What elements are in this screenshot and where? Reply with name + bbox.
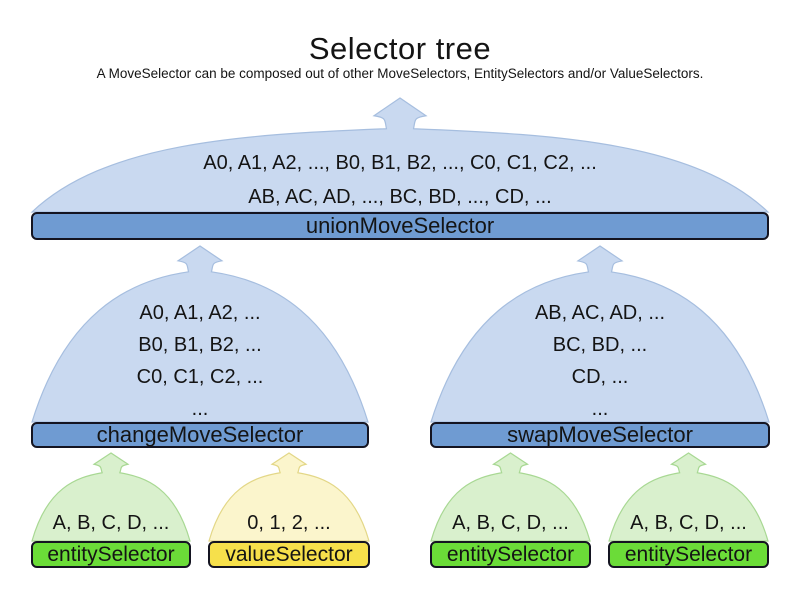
selection-line: AB, AC, AD, ..., BC, BD, ..., CD, ... xyxy=(248,186,552,208)
page-title: Selector tree xyxy=(308,31,492,66)
value-selection-list: 0, 1, 2, ... xyxy=(208,510,370,536)
value-selector-bar: valueSelector xyxy=(208,541,370,568)
entity-selector-bar: entitySelector xyxy=(31,541,191,568)
value-selector-label: valueSelector xyxy=(225,542,353,566)
entity-selection-list: A, B, C, D, ... xyxy=(608,510,769,536)
union-selection-list: A0, A1, A2, ..., B0, B1, B2, ..., C0, C1… xyxy=(31,146,769,214)
entity-selector-label: entitySelector xyxy=(624,542,753,566)
swap-selection-list: AB, AC, AD, ... BC, BD, ... CD, ... ... xyxy=(430,297,770,425)
selection-line: AB, AC, AD, ... xyxy=(534,302,666,324)
union-move-selector-bar: unionMoveSelector xyxy=(31,212,769,240)
selection-line: A, B, C, D, ... xyxy=(452,512,569,534)
page-subtitle: A MoveSelector can be composed out of ot… xyxy=(96,66,704,81)
selection-line: A, B, C, D, ... xyxy=(52,512,170,534)
change-move-selector-label: changeMoveSelector xyxy=(96,422,304,447)
selection-line: B0, B1, B2, ... xyxy=(138,334,262,356)
selection-line: ... xyxy=(191,398,209,420)
change-move-selector-bar: changeMoveSelector xyxy=(31,422,369,448)
swap-move-selector-label: swapMoveSelector xyxy=(507,422,693,447)
selection-line: 0, 1, 2, ... xyxy=(247,512,331,534)
entity-selection-list: A, B, C, D, ... xyxy=(31,510,191,536)
entity-selector-label: entitySelector xyxy=(446,542,575,566)
change-move-selector-node: A0, A1, A2, ... B0, B1, B2, ... C0, C1, … xyxy=(31,245,369,448)
union-move-selector-node: A0, A1, A2, ..., B0, B1, B2, ..., C0, C1… xyxy=(30,97,770,240)
value-selector-node: 0, 1, 2, ... valueSelector xyxy=(208,452,370,568)
selection-line: BC, BD, ... xyxy=(552,334,648,356)
entity-selector-node-right: A, B, C, D, ... entitySelector xyxy=(608,452,769,568)
swap-move-selector-bar: swapMoveSelector xyxy=(430,422,770,448)
entity-selection-list: A, B, C, D, ... xyxy=(430,510,591,536)
entity-selector-bar: entitySelector xyxy=(430,541,591,568)
selection-line: A0, A1, A2, ..., B0, B1, B2, ..., C0, C1… xyxy=(203,152,597,174)
entity-selector-bar: entitySelector xyxy=(608,541,769,568)
entity-selector-node-left: A, B, C, D, ... entitySelector xyxy=(31,452,191,568)
selection-line: ... xyxy=(591,398,609,420)
swap-move-selector-node: AB, AC, AD, ... BC, BD, ... CD, ... ... … xyxy=(430,245,770,448)
selection-line: C0, C1, C2, ... xyxy=(136,366,264,388)
selection-line: A, B, C, D, ... xyxy=(630,512,747,534)
selection-line: A0, A1, A2, ... xyxy=(139,302,261,324)
change-selection-list: A0, A1, A2, ... B0, B1, B2, ... C0, C1, … xyxy=(31,297,369,425)
entity-selector-node-middle: A, B, C, D, ... entitySelector xyxy=(430,452,591,568)
union-move-selector-label: unionMoveSelector xyxy=(305,213,495,238)
entity-selector-label: entitySelector xyxy=(47,542,175,566)
selection-line: CD, ... xyxy=(571,366,629,388)
